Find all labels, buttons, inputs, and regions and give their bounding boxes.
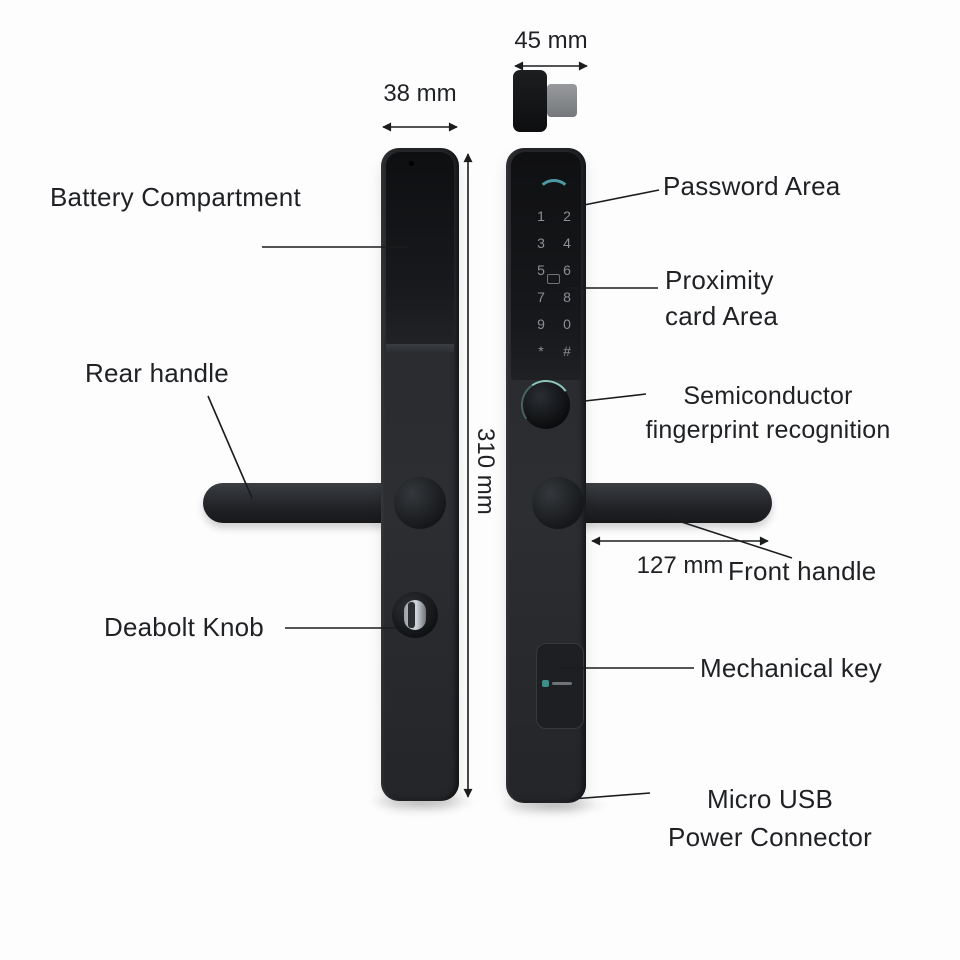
deadbolt-slot (408, 602, 415, 628)
password-keypad: 1 2 3 4 5 6 7 8 9 0 * # (528, 202, 580, 364)
proximity-card-label-line2: card Area (665, 301, 779, 331)
keypad-key: 0 (563, 315, 571, 332)
battery-compartment-panel (386, 152, 454, 344)
keypad-key: # (563, 342, 571, 359)
brand-logo (542, 680, 572, 687)
mechanical-key-label: Mechanical key (700, 653, 882, 683)
keypad-key: 6 (563, 261, 571, 278)
front-handle (570, 483, 772, 523)
micro-usb-label-line2: Power Connector (668, 822, 872, 852)
rear-lock-body (381, 148, 459, 801)
front-handle-label: Front handle (728, 556, 877, 586)
keypad-key: 5 (537, 261, 545, 278)
brand-logo-icon (542, 680, 549, 687)
dimension-310mm-label: 310 mm (472, 428, 499, 515)
fingerprint-sensor (522, 381, 570, 429)
keypad-key: * (538, 342, 544, 359)
front-lock-body: 1 2 3 4 5 6 7 8 9 0 * # (506, 148, 586, 803)
keypad-key: 7 (537, 288, 545, 305)
deadbolt-thumbturn (404, 600, 426, 630)
dimension-127mm-label: 127 mm (636, 552, 724, 579)
deadbolt-knob-label: Deabolt Knob (104, 612, 264, 642)
dimension-45mm-label: 45 mm (514, 27, 588, 54)
keypad-key: 4 (563, 234, 571, 251)
password-keypad-panel (511, 152, 581, 380)
fingerprint-label: Semiconductor fingerprint recognition (640, 379, 896, 447)
keypad-key: 2 (563, 207, 571, 224)
keypad-key: 3 (537, 234, 545, 251)
deadbolt-knob (392, 592, 438, 638)
micro-usb-label: Micro USB Power Connector (642, 780, 898, 856)
callout-line-fingerprint (584, 393, 647, 402)
lock-latch-side-view (547, 84, 577, 117)
front-handle-hub (532, 477, 584, 529)
rear-handle-label: Rear handle (85, 358, 229, 388)
brand-logo-text-blur (552, 682, 572, 685)
proximity-card-icon (547, 274, 560, 284)
mechanical-key-cover (536, 643, 584, 729)
keypad-key: 8 (563, 288, 571, 305)
battery-cover-seam (386, 344, 454, 352)
dimension-38mm-label: 38 mm (383, 80, 457, 107)
battery-compartment-label: Battery Compartment (50, 182, 301, 212)
proximity-card-label: Proximity card Area (665, 262, 778, 334)
fingerprint-label-line2: fingerprint recognition (645, 416, 891, 444)
signal-arc-icon (537, 179, 571, 209)
lock-cylinder-side-view (513, 70, 547, 132)
sensor-dot (409, 161, 414, 166)
callout-line-password (583, 189, 660, 206)
rear-handle-hub (394, 477, 446, 529)
password-area-label: Password Area (663, 171, 841, 201)
micro-usb-label-line1: Micro USB (706, 784, 834, 814)
keypad-key: 1 (537, 207, 545, 224)
fingerprint-label-line1: Semiconductor (683, 382, 853, 410)
keypad-key: 9 (537, 315, 545, 332)
proximity-card-label-line1: Proximity (665, 265, 774, 295)
